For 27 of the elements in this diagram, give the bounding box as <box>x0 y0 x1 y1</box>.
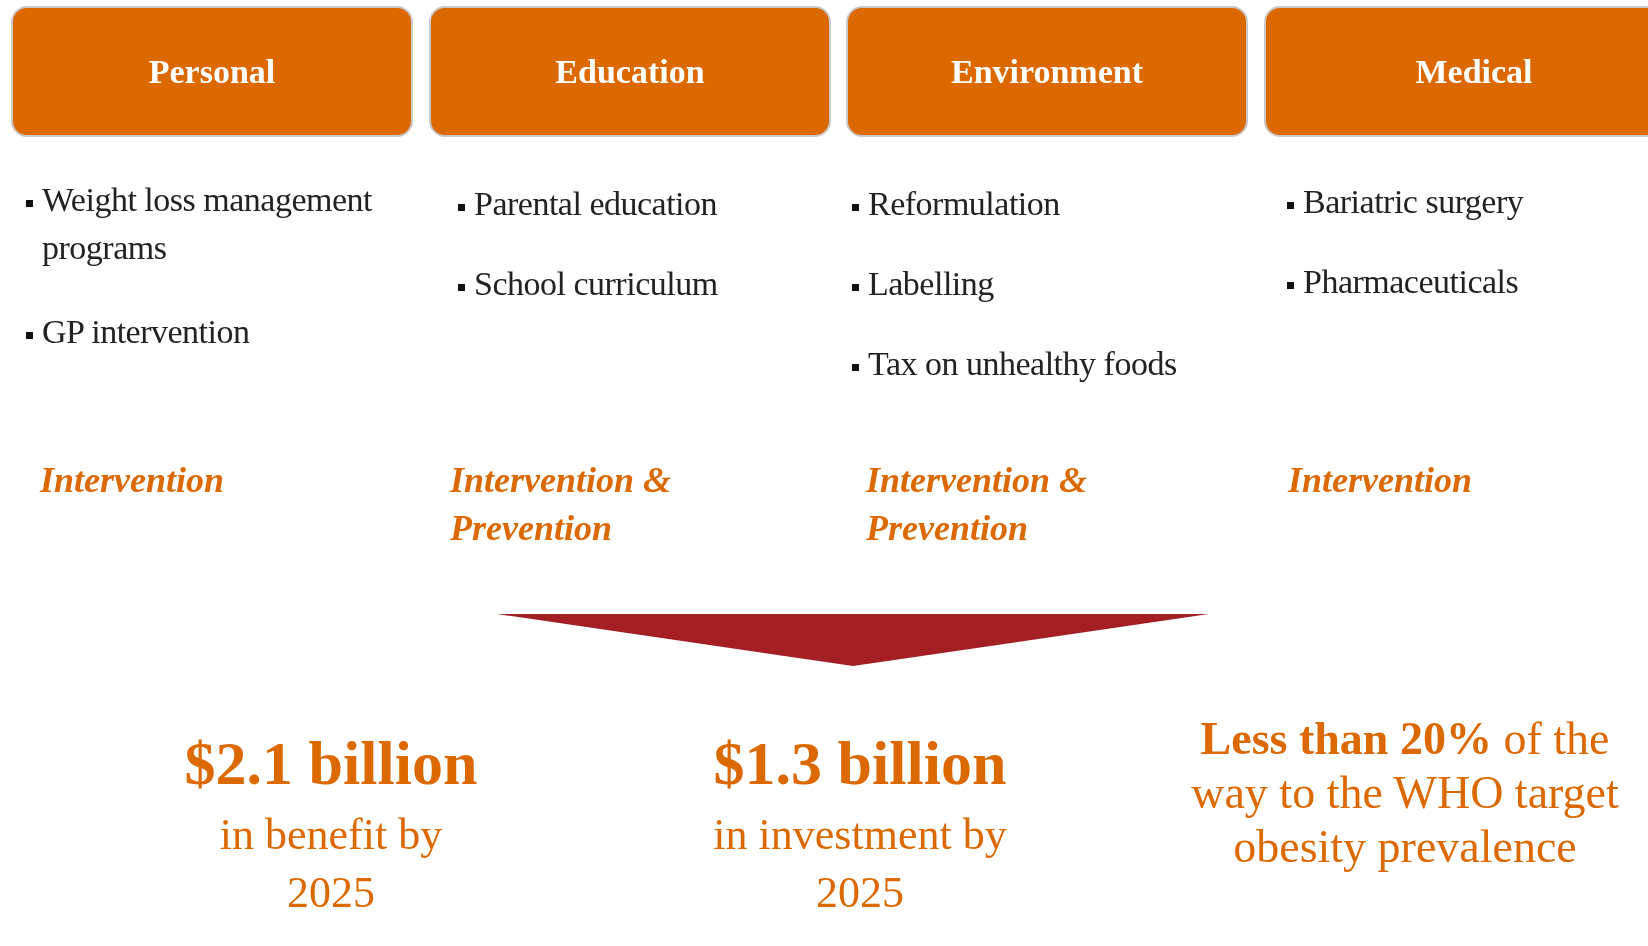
approach-text: Intervention & Prevention <box>866 459 1089 550</box>
bullet-item: GP intervention <box>26 308 432 356</box>
category-header-box <box>11 6 413 137</box>
bullet-item: Parental education <box>458 180 834 228</box>
header-text: Personal <box>148 52 276 91</box>
amount-caption: in benefit by 2025 <box>218 809 444 919</box>
header-text: Education <box>555 52 705 91</box>
approach-text: Intervention & Prevention <box>450 459 673 550</box>
down-chevron <box>497 614 1209 666</box>
bullet-item: Labelling <box>852 260 1248 308</box>
category-header-box <box>1264 6 1648 137</box>
category-header-box <box>846 6 1248 137</box>
amount-caption: in investment by 2025 <box>712 809 1008 919</box>
approach-text: Intervention <box>40 459 226 502</box>
target-statement: Less than 20% of the way to the WHO target obesity prevalence <box>1190 712 1620 874</box>
header-text: Environment <box>950 52 1144 91</box>
category-header-box <box>429 6 831 137</box>
bullet-item: Pharmaceuticals <box>1287 258 1648 306</box>
bullet-item: School curriculum <box>458 260 834 308</box>
approach-text: Intervention <box>1288 459 1474 502</box>
bullet-item: Tax on unhealthy foods <box>852 340 1268 388</box>
bullet-item: Weight loss management programs <box>26 176 432 272</box>
header-text: Medical <box>1415 52 1533 91</box>
bullet-item: Bariatric surgery <box>1287 178 1648 226</box>
amount-figure: $2.1 billion <box>183 728 479 798</box>
amount-figure: $1.3 billion <box>712 728 1008 798</box>
bullet-item: Reformulation <box>852 180 1248 228</box>
